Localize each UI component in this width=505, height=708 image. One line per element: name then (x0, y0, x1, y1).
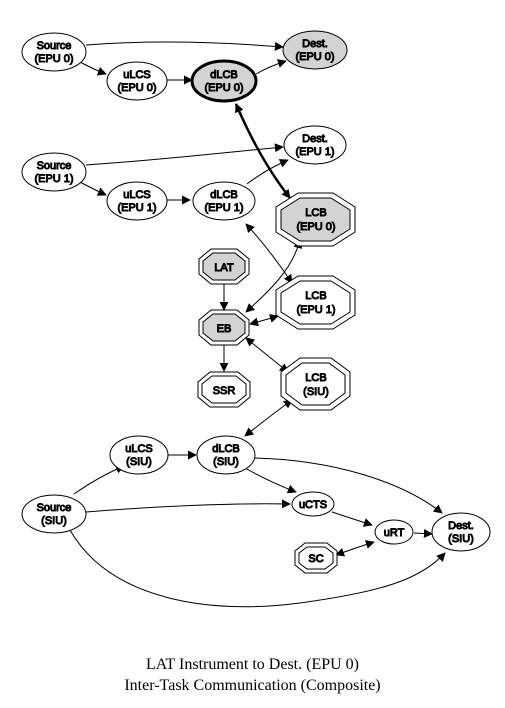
edge-dlcb-epu0-lcb-epu0 (234, 103, 291, 199)
node-dlcb-epu1-line1: dLCB (210, 189, 238, 201)
edge-source-siu-to-ulcs-siu (73, 464, 125, 495)
node-urt-label: uRT (384, 527, 405, 539)
edge-dlcb-epu1-to-dest-epu1 (246, 159, 289, 185)
node-sc[interactable]: SC (294, 542, 338, 574)
node-ulcs-epu0-line1: uLCS (123, 69, 151, 81)
edge-source-epu1-to-dest-epu1 (85, 143, 284, 166)
edge-urt-to-dest-siu (413, 529, 433, 539)
node-dest-siu-line1: Dest. (448, 520, 474, 532)
edge-dlcb-siu-lcb-siu (244, 399, 293, 437)
node-ulcs-epu0[interactable]: uLCS (EPU 0) (106, 61, 168, 101)
node-ulcs-siu-line1: uLCS (125, 443, 153, 455)
edges (69, 41, 446, 608)
node-dlcb-siu[interactable]: dLCB (SIU) (196, 435, 256, 475)
node-ssr[interactable]: SSR (197, 371, 251, 408)
node-urt[interactable]: uRT (374, 519, 414, 545)
node-source-siu[interactable]: Source (SIU) (21, 494, 87, 534)
communication-diagram: Source (EPU 0) Dest. (EPU 0) uLCS (EPU 0… (21, 30, 491, 608)
node-dest-epu0-line2: (EPU 0) (295, 51, 334, 63)
node-dlcb-epu1[interactable]: dLCB (EPU 1) (192, 181, 256, 221)
node-lcb-siu-line1: LCB (305, 372, 326, 384)
node-lcb-epu0-line2: (EPU 0) (296, 221, 335, 233)
node-ucts-label: uCTS (299, 499, 327, 511)
edge-source-epu0-to-dest-epu0 (85, 41, 284, 51)
node-lcb-epu0-line1: LCB (305, 207, 326, 219)
edge-eb-lcb-epu1 (249, 314, 279, 327)
edge-dlcb-siu-to-dest-siu (254, 457, 443, 514)
node-dlcb-epu0-line1: dLCB (210, 69, 238, 81)
node-sc-label: SC (308, 553, 323, 565)
node-ulcs-epu0-line2: (EPU 0) (117, 82, 156, 94)
node-dlcb-epu1-line2: (EPU 1) (204, 202, 243, 214)
edge-eb-lcb-epu0 (245, 239, 303, 313)
edge-sc-urt (335, 540, 375, 557)
node-lcb-epu1[interactable]: LCB (EPU 1) (275, 275, 356, 330)
edge-dlcb-epu0-to-dest-epu0 (255, 59, 287, 75)
node-lcb-siu[interactable]: LCB (SIU) (280, 357, 351, 411)
nodes: Source (EPU 0) Dest. (EPU 0) uLCS (EPU 0… (21, 30, 491, 574)
node-dest-siu-line2: (SIU) (448, 533, 474, 545)
node-ulcs-epu1-line1: uLCS (123, 189, 151, 201)
edge-source-siu-to-dest-siu (69, 529, 446, 608)
edge-source-epu0-to-ulcs-epu0 (79, 61, 107, 76)
node-dest-epu1[interactable]: Dest. (EPU 1) (283, 125, 347, 165)
edge-eb-lcb-siu (245, 337, 289, 373)
node-dest-epu0[interactable]: Dest. (EPU 0) (282, 30, 348, 70)
node-dlcb-epu0[interactable]: dLCB (EPU 0) (190, 59, 258, 103)
node-source-siu-line2: (SIU) (41, 515, 67, 527)
node-dest-epu1-line1: Dest. (302, 133, 328, 145)
node-ucts[interactable]: uCTS (291, 491, 335, 517)
node-ulcs-siu[interactable]: uLCS (SIU) (109, 435, 169, 475)
node-ssr-label: SSR (213, 385, 236, 397)
node-dlcb-siu-line1: dLCB (212, 443, 240, 455)
node-source-epu1-line1: Source (37, 160, 72, 172)
node-source-epu1-line2: (EPU 1) (34, 173, 73, 185)
node-lat-label: LAT (214, 262, 234, 274)
edge-source-epu1-to-ulcs-epu1 (79, 181, 107, 196)
diagram-caption: LAT Instrument to Dest. (EPU 0) Inter-Ta… (0, 654, 505, 696)
node-source-epu1[interactable]: Source (EPU 1) (21, 152, 87, 192)
node-lcb-epu0[interactable]: LCB (EPU 0) (275, 192, 356, 247)
node-eb-label: EB (217, 323, 232, 335)
edge-dlcb-siu-to-ucts (244, 467, 297, 494)
node-source-epu0[interactable]: Source (EPU 0) (21, 32, 87, 72)
node-lcb-siu-line2: (SIU) (303, 386, 329, 398)
node-lat[interactable]: LAT (198, 248, 250, 285)
node-dest-epu0-line1: Dest. (302, 38, 328, 50)
node-ulcs-epu1[interactable]: uLCS (EPU 1) (106, 181, 168, 221)
node-lcb-epu1-line2: (EPU 1) (296, 304, 335, 316)
edge-ucts-to-urt (331, 511, 373, 527)
node-dest-epu1-line2: (EPU 1) (295, 146, 334, 158)
node-ulcs-siu-line2: (SIU) (126, 456, 152, 468)
node-source-epu0-line2: (EPU 0) (34, 53, 73, 65)
edge-source-siu-to-ucts (85, 499, 291, 513)
node-source-siu-line1: Source (37, 502, 72, 514)
node-dlcb-epu0-line2: (EPU 0) (204, 82, 243, 94)
caption-line-2: Inter-Task Communication (Composite) (124, 677, 381, 694)
caption-line-1: LAT Instrument to Dest. (EPU 0) (145, 656, 359, 673)
node-lcb-epu1-line1: LCB (305, 290, 326, 302)
node-ulcs-epu1-line2: (EPU 1) (117, 202, 156, 214)
node-dest-siu[interactable]: Dest. (SIU) (431, 512, 491, 552)
node-dlcb-siu-line2: (SIU) (213, 456, 239, 468)
node-eb[interactable]: EB (198, 309, 250, 346)
node-source-epu0-line1: Source (37, 40, 72, 52)
